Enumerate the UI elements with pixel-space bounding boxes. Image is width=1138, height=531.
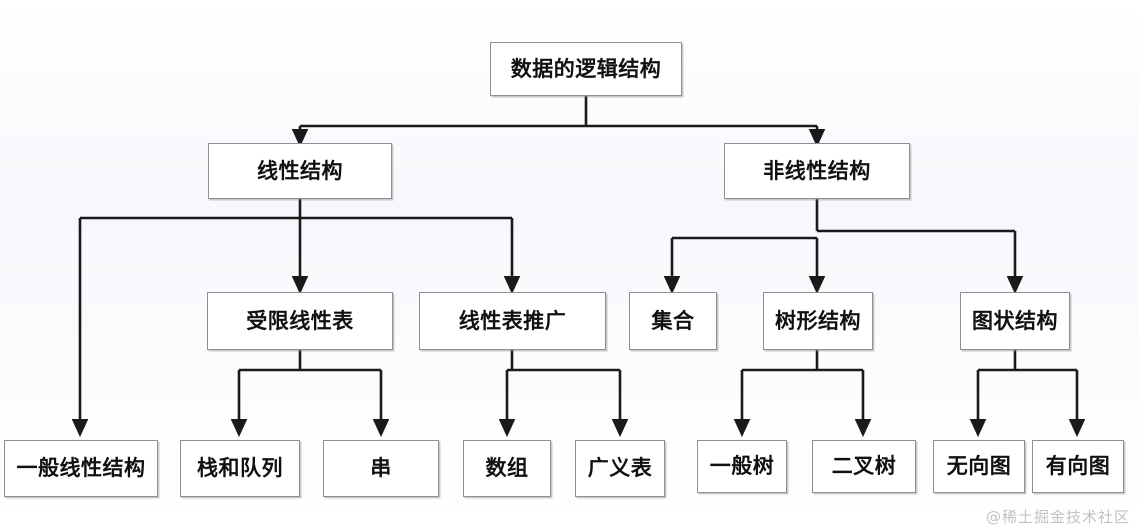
node-stack-queue[interactable]: 栈和队列 bbox=[180, 440, 300, 497]
node-undirected-graph-label: 无向图 bbox=[946, 454, 1012, 478]
node-linear-label: 线性结构 bbox=[257, 158, 343, 183]
node-directed-graph[interactable]: 有向图 bbox=[1032, 440, 1124, 493]
node-graph-struct[interactable]: 图状结构 bbox=[960, 292, 1070, 350]
node-generalized-list-label: 线性表推广 bbox=[458, 308, 567, 333]
node-nonlinear[interactable]: 非线性结构 bbox=[724, 143, 910, 199]
node-glist-label: 广义表 bbox=[587, 456, 653, 480]
node-string[interactable]: 串 bbox=[323, 440, 439, 497]
node-restricted-list[interactable]: 受限线性表 bbox=[207, 292, 393, 350]
node-generalized-list[interactable]: 线性表推广 bbox=[419, 292, 606, 350]
node-restricted-list-label: 受限线性表 bbox=[246, 308, 354, 333]
node-tree-struct[interactable]: 树形结构 bbox=[763, 292, 873, 350]
node-binary-tree-label: 二叉树 bbox=[831, 454, 897, 478]
node-directed-graph-label: 有向图 bbox=[1045, 454, 1111, 478]
node-string-label: 串 bbox=[370, 456, 392, 480]
node-general-tree-label: 一般树 bbox=[709, 454, 775, 478]
watermark: @稀土掘金技术社区 bbox=[985, 508, 1130, 526]
node-root[interactable]: 数据的逻辑结构 bbox=[490, 42, 682, 96]
node-general-tree[interactable]: 一般树 bbox=[697, 440, 787, 493]
node-general-linear-label: 一般线性结构 bbox=[16, 456, 146, 480]
node-undirected-graph[interactable]: 无向图 bbox=[933, 440, 1025, 493]
node-stack-queue-label: 栈和队列 bbox=[197, 456, 283, 480]
node-linear[interactable]: 线性结构 bbox=[208, 143, 392, 199]
node-array-label: 数组 bbox=[485, 456, 529, 480]
node-array[interactable]: 数组 bbox=[463, 440, 551, 497]
node-set[interactable]: 集合 bbox=[629, 292, 717, 350]
node-root-label: 数据的逻辑结构 bbox=[510, 56, 662, 81]
node-glist[interactable]: 广义表 bbox=[575, 440, 665, 497]
node-graph-struct-label: 图状结构 bbox=[972, 308, 1058, 333]
node-set-label: 集合 bbox=[651, 308, 695, 333]
node-binary-tree[interactable]: 二叉树 bbox=[812, 440, 916, 493]
node-nonlinear-label: 非线性结构 bbox=[763, 158, 871, 183]
node-general-linear[interactable]: 一般线性结构 bbox=[4, 440, 158, 497]
node-tree-struct-label: 树形结构 bbox=[775, 308, 861, 333]
